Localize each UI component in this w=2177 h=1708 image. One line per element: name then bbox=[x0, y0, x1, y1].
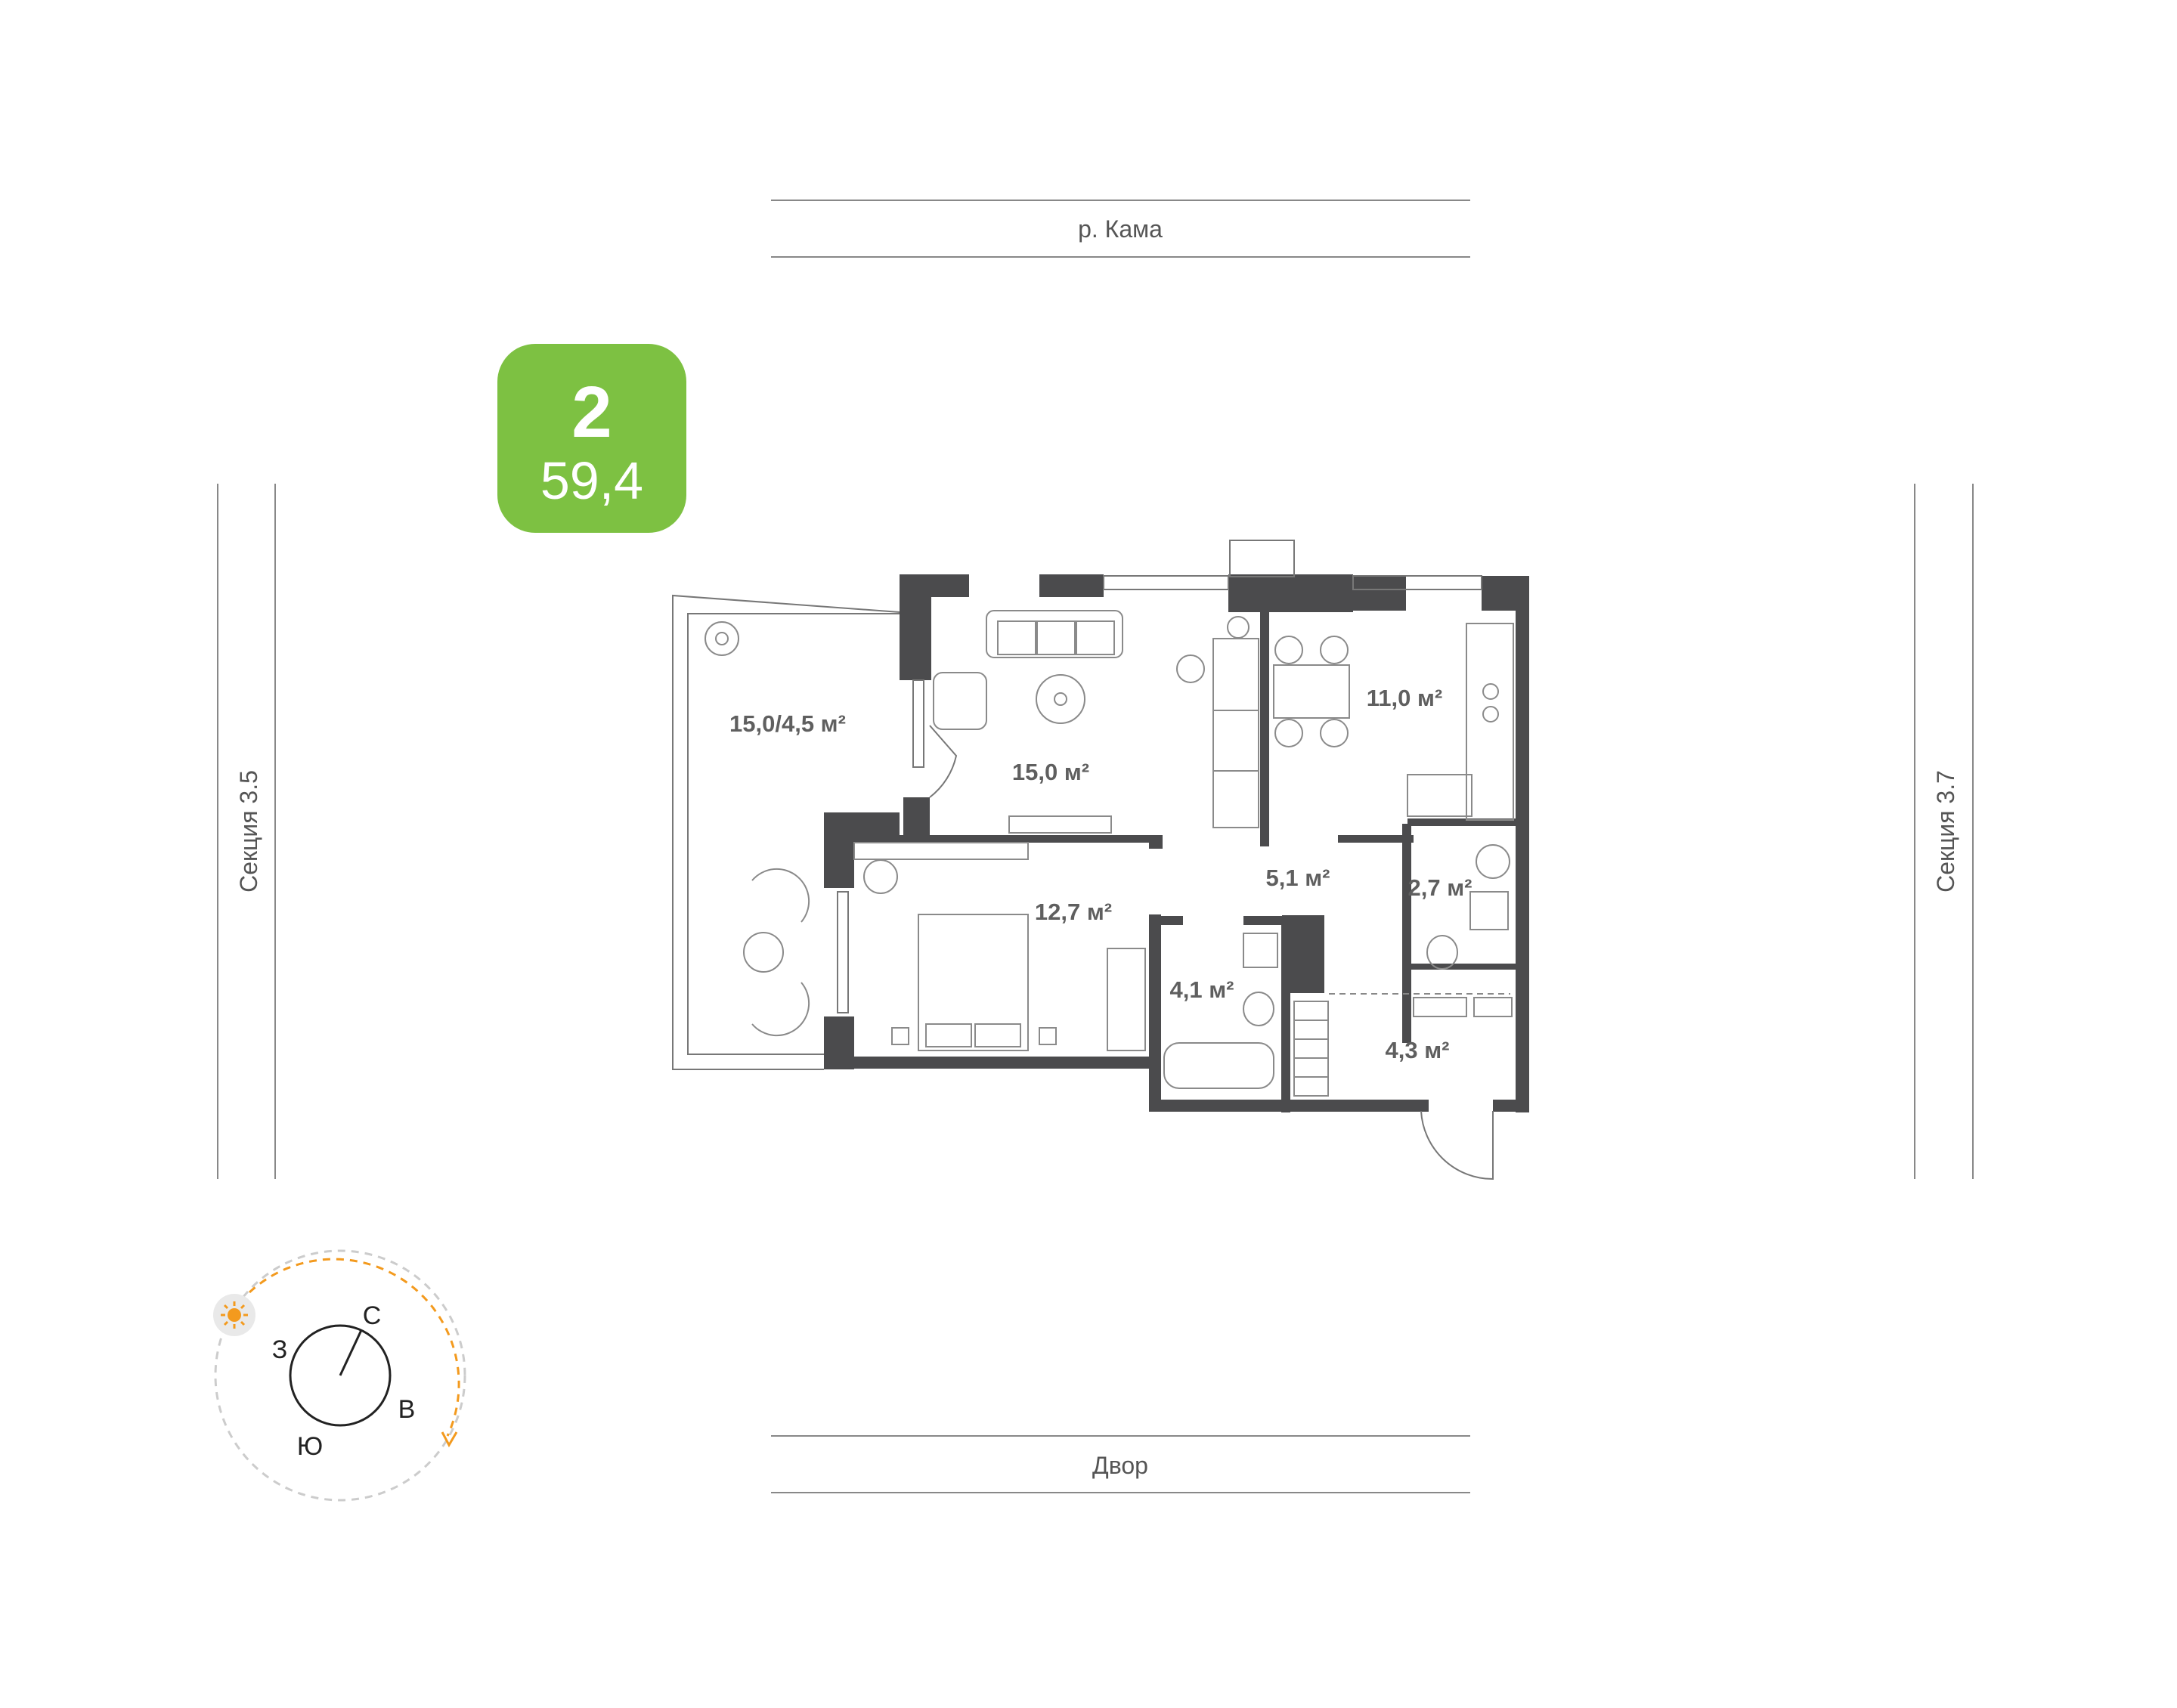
room-labels: 15,0/4,5 м² 15,0 м² 11,0 м² 12,7 м² 5,1 … bbox=[729, 685, 1472, 1063]
toilet-icon bbox=[1243, 992, 1274, 1026]
wc-furniture bbox=[1413, 844, 1513, 1017]
living-room-area: 15,0 м² bbox=[1012, 759, 1089, 785]
balcony-area: 15,0/4,5 м² bbox=[729, 710, 846, 737]
tv-stand-icon bbox=[1008, 815, 1112, 834]
right-section-label: Секция 3.7 bbox=[1914, 484, 1974, 1179]
wardrobe-icon bbox=[853, 842, 1029, 860]
armchair-icon bbox=[933, 672, 987, 730]
yard-label: Двор bbox=[1092, 1452, 1148, 1479]
balcony-chair-icon bbox=[751, 868, 810, 923]
compass: С В Ю З bbox=[213, 1249, 466, 1502]
compass-south: Ю bbox=[297, 1432, 323, 1461]
shoe-rack-icon bbox=[1413, 997, 1467, 1017]
compass-dial bbox=[289, 1324, 392, 1427]
doors bbox=[929, 725, 1510, 1180]
floor-plan: 15,0/4,5 м² 15,0 м² 11,0 м² 12,7 м² 5,1 … bbox=[672, 540, 1529, 1180]
sun-icon bbox=[221, 1301, 248, 1329]
bathroom-area: 4,1 м² bbox=[1170, 976, 1234, 1003]
balcony-table-icon bbox=[743, 932, 784, 973]
sun-path-arc bbox=[248, 1258, 460, 1437]
kitchen-area: 11,0 м² bbox=[1367, 685, 1443, 711]
compass-north: С bbox=[363, 1301, 382, 1330]
coffee-table-icon bbox=[1036, 674, 1085, 724]
sun-path-full bbox=[214, 1249, 466, 1502]
sofa-icon bbox=[986, 610, 1123, 658]
sun-arrow-icon bbox=[441, 1431, 458, 1448]
total-area: 59,4 bbox=[540, 451, 643, 510]
kitchen-furniture bbox=[1273, 623, 1514, 821]
bedroom-area: 12,7 м² bbox=[1035, 899, 1112, 925]
section-left-label: Секция 3.5 bbox=[235, 770, 262, 893]
shelf-icon bbox=[1212, 638, 1259, 828]
bottom-orientation-label: Двор bbox=[771, 1435, 1470, 1493]
balcony-furniture bbox=[705, 621, 810, 1037]
kitchen-counter-icon bbox=[1466, 623, 1514, 821]
cabinet-icon bbox=[1293, 1001, 1329, 1097]
wc-area: 2,7 м² bbox=[1408, 874, 1472, 901]
compass-east: В bbox=[398, 1395, 416, 1424]
flower-icon bbox=[705, 621, 739, 656]
bathtub-icon bbox=[1163, 1042, 1274, 1089]
washer-icon bbox=[1476, 844, 1510, 879]
dining-table-icon bbox=[1273, 664, 1350, 719]
section-right-label: Секция 3.7 bbox=[1932, 770, 1959, 893]
river-label: р. Кама bbox=[1078, 215, 1163, 243]
washbasin-icon bbox=[1243, 933, 1278, 968]
walls bbox=[824, 540, 1529, 1112]
windows bbox=[837, 575, 1482, 1013]
living-furniture bbox=[933, 610, 1259, 834]
room-count: 2 bbox=[571, 372, 612, 453]
left-section-label: Секция 3.5 bbox=[217, 484, 276, 1179]
top-orientation-label: р. Кама bbox=[771, 200, 1470, 258]
compass-west: З bbox=[272, 1335, 288, 1364]
balcony-chair-2-icon bbox=[751, 982, 810, 1037]
sink-icon bbox=[1407, 774, 1472, 817]
entrance-area: 4,3 м² bbox=[1386, 1037, 1450, 1063]
stove-icon bbox=[1482, 683, 1499, 700]
hall-area: 5,1 м² bbox=[1266, 865, 1330, 891]
bathroom-furniture bbox=[1163, 933, 1329, 1097]
desk-chair-icon bbox=[1176, 654, 1205, 683]
vanity-chair-icon bbox=[863, 859, 898, 894]
compass-needle-icon bbox=[339, 1329, 363, 1376]
bed-icon bbox=[918, 914, 1029, 1051]
dresser-icon bbox=[1107, 948, 1146, 1051]
apartment-badge: 2 59,4 bbox=[497, 344, 686, 533]
badge-background bbox=[497, 344, 686, 533]
balcony-outline bbox=[672, 594, 900, 1070]
wc-sink-icon bbox=[1469, 891, 1509, 930]
plant-icon bbox=[1227, 616, 1250, 639]
bedroom-furniture bbox=[853, 842, 1146, 1051]
wc-toilet-icon bbox=[1426, 935, 1458, 970]
